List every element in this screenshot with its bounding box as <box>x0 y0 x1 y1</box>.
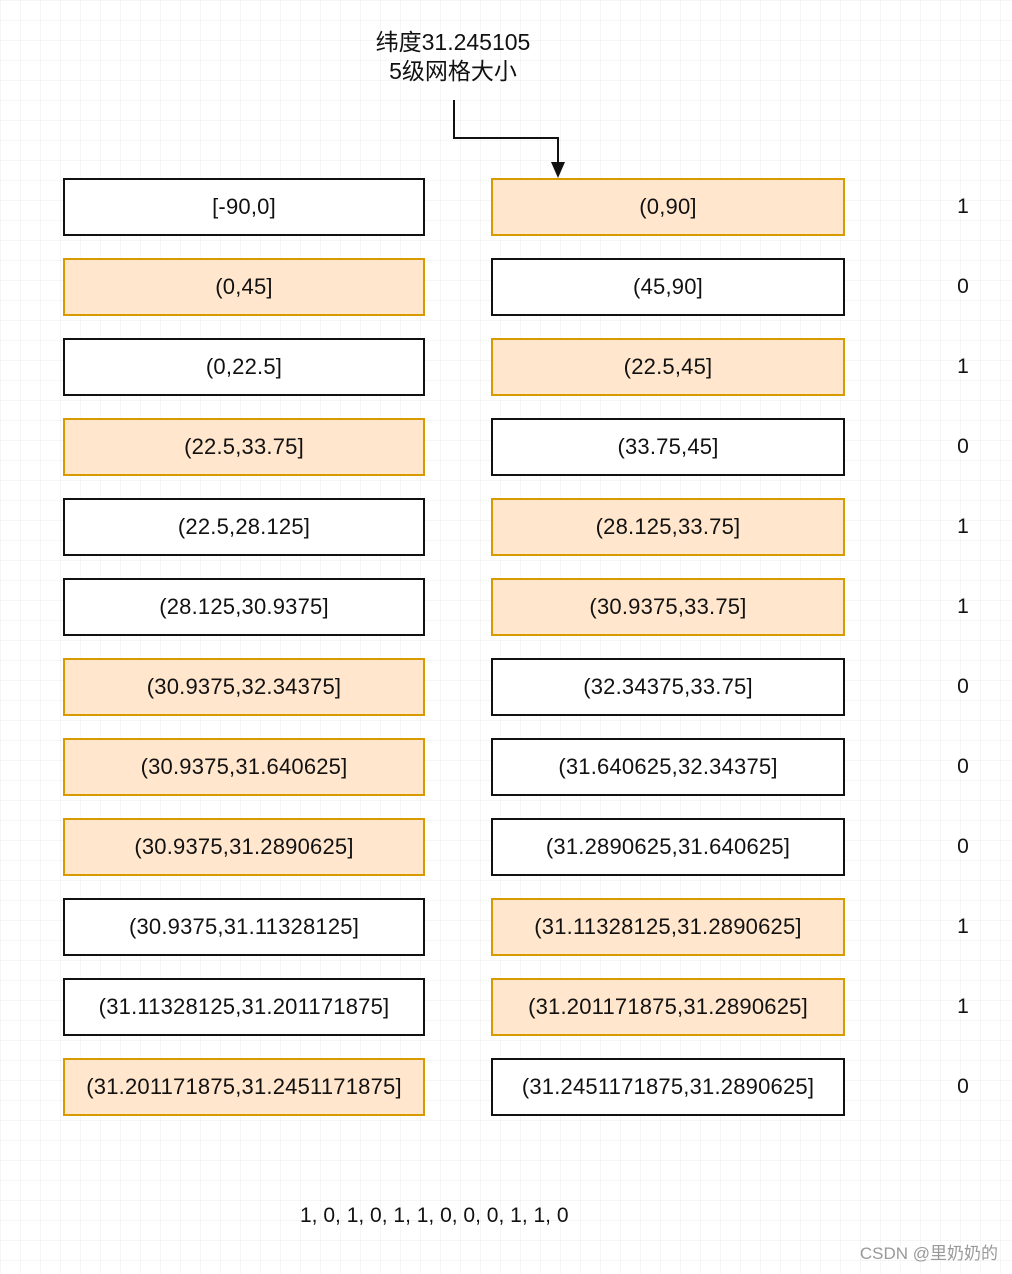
interval-row-10: (30.9375,31.11328125] (31.11328125,31.28… <box>0 898 1012 960</box>
bit-value-9: 0 <box>957 835 969 858</box>
interval-right-5: (28.125,33.75] <box>491 498 845 556</box>
bit-value-5: 1 <box>957 515 969 538</box>
title-line-grid-level: 5级网格大小 <box>389 58 517 84</box>
interval-left-12: (31.201171875,31.2451171875] <box>63 1058 425 1116</box>
bit-sequence-summary: 1, 0, 1, 0, 1, 1, 0, 0, 0, 1, 1, 0 <box>300 1204 569 1227</box>
interval-row-9: (30.9375,31.2890625] (31.2890625,31.6406… <box>0 818 1012 880</box>
bit-value-12: 0 <box>957 1075 969 1098</box>
interval-right-6: (30.9375,33.75] <box>491 578 845 636</box>
interval-left-7: (30.9375,32.34375] <box>63 658 425 716</box>
bit-value-4: 0 <box>957 435 969 458</box>
interval-row-12: (31.201171875,31.2451171875] (31.2451171… <box>0 1058 1012 1120</box>
interval-right-3: (22.5,45] <box>491 338 845 396</box>
interval-row-4: (22.5,33.75] (33.75,45] 0 <box>0 418 1012 480</box>
connector-arrow <box>453 100 565 178</box>
interval-left-10: (30.9375,31.11328125] <box>63 898 425 956</box>
bit-value-2: 0 <box>957 275 969 298</box>
interval-row-2: (0,45] (45,90] 0 <box>0 258 1012 320</box>
arrow-head-icon <box>551 162 565 178</box>
interval-left-3: (0,22.5] <box>63 338 425 396</box>
title-line-latitude: 纬度31.245105 <box>375 29 531 55</box>
bit-value-7: 0 <box>957 675 969 698</box>
bit-value-10: 1 <box>957 915 969 938</box>
bit-value-11: 1 <box>957 995 969 1018</box>
interval-right-1: (0,90] <box>491 178 845 236</box>
interval-left-6: (28.125,30.9375] <box>63 578 425 636</box>
interval-right-7: (32.34375,33.75] <box>491 658 845 716</box>
interval-right-9: (31.2890625,31.640625] <box>491 818 845 876</box>
interval-left-2: (0,45] <box>63 258 425 316</box>
csdn-watermark: CSDN @里奶奶的 <box>859 1244 998 1263</box>
interval-right-11: (31.201171875,31.2890625] <box>491 978 845 1036</box>
bit-value-3: 1 <box>957 355 969 378</box>
interval-row-6: (28.125,30.9375] (30.9375,33.75] 1 <box>0 578 1012 640</box>
interval-left-11: (31.11328125,31.201171875] <box>63 978 425 1036</box>
diagram-title: 纬度31.245105 5级网格大小 <box>353 28 553 86</box>
interval-left-8: (30.9375,31.640625] <box>63 738 425 796</box>
interval-right-2: (45,90] <box>491 258 845 316</box>
interval-left-9: (30.9375,31.2890625] <box>63 818 425 876</box>
interval-row-3: (0,22.5] (22.5,45] 1 <box>0 338 1012 400</box>
interval-row-5: (22.5,28.125] (28.125,33.75] 1 <box>0 498 1012 560</box>
interval-row-11: (31.11328125,31.201171875] (31.201171875… <box>0 978 1012 1040</box>
bit-value-1: 1 <box>957 195 969 218</box>
interval-left-5: (22.5,28.125] <box>63 498 425 556</box>
interval-right-8: (31.640625,32.34375] <box>491 738 845 796</box>
interval-row-8: (30.9375,31.640625] (31.640625,32.34375]… <box>0 738 1012 800</box>
interval-left-1: [-90,0] <box>63 178 425 236</box>
bit-value-6: 1 <box>957 595 969 618</box>
interval-right-4: (33.75,45] <box>491 418 845 476</box>
interval-row-1: [-90,0] (0,90] 1 <box>0 178 1012 240</box>
interval-row-7: (30.9375,32.34375] (32.34375,33.75] 0 <box>0 658 1012 720</box>
interval-right-12: (31.2451171875,31.2890625] <box>491 1058 845 1116</box>
interval-left-4: (22.5,33.75] <box>63 418 425 476</box>
interval-right-10: (31.11328125,31.2890625] <box>491 898 845 956</box>
bit-value-8: 0 <box>957 755 969 778</box>
